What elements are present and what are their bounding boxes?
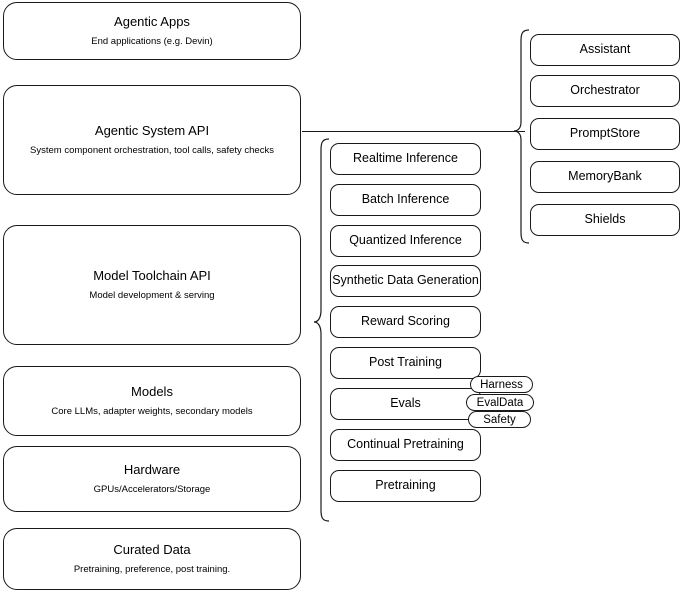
toolchain-item-label: Quantized Inference bbox=[349, 233, 462, 248]
system-item-shields[interactable]: Shields bbox=[530, 204, 680, 236]
toolchain-item-label: Realtime Inference bbox=[353, 151, 458, 166]
toolchain-item-label: Post Training bbox=[369, 355, 442, 370]
eval-tag-harness[interactable]: Harness bbox=[470, 376, 533, 393]
layer-box-models[interactable]: Models Core LLMs, adapter weights, secon… bbox=[3, 366, 301, 436]
system-item-label: Shields bbox=[584, 212, 626, 227]
system-item-label: PromptStore bbox=[569, 126, 641, 141]
layer-subtitle: Core LLMs, adapter weights, secondary mo… bbox=[51, 405, 253, 417]
toolchain-item-label: Evals bbox=[390, 396, 421, 411]
layer-title: Model Toolchain API bbox=[93, 268, 211, 284]
layer-subtitle: Model development & serving bbox=[89, 289, 215, 301]
toolchain-item-label: Synthetic Data Generation bbox=[332, 273, 479, 288]
toolchain-item-synthetic-data-generation[interactable]: Synthetic Data Generation bbox=[330, 265, 481, 297]
system-item-assistant[interactable]: Assistant bbox=[530, 34, 680, 66]
toolchain-item-continual-pretraining[interactable]: Continual Pretraining bbox=[330, 429, 481, 461]
layer-title: Agentic Apps bbox=[114, 14, 190, 30]
layer-box-agentic-apps[interactable]: Agentic Apps End applications (e.g. Devi… bbox=[3, 2, 301, 60]
layer-title: Curated Data bbox=[113, 542, 191, 558]
brace-system-components bbox=[513, 29, 530, 244]
layer-box-curated-data[interactable]: Curated Data Pretraining, preference, po… bbox=[3, 528, 301, 590]
eval-tag-safety[interactable]: Safety bbox=[468, 411, 531, 428]
toolchain-item-batch-inference[interactable]: Batch Inference bbox=[330, 184, 481, 216]
layer-box-model-toolchain-api[interactable]: Model Toolchain API Model development & … bbox=[3, 225, 301, 345]
system-item-label: Assistant bbox=[579, 42, 631, 57]
system-item-label: Orchestrator bbox=[570, 83, 640, 98]
toolchain-item-pretraining[interactable]: Pretraining bbox=[330, 470, 481, 502]
eval-tag-evaldata[interactable]: EvalData bbox=[466, 394, 534, 411]
layer-title: Agentic System API bbox=[94, 123, 210, 139]
connector-line-system-api bbox=[302, 131, 525, 132]
toolchain-item-label: Continual Pretraining bbox=[347, 437, 464, 452]
layer-subtitle: Pretraining, preference, post training. bbox=[73, 563, 231, 575]
toolchain-item-quantized-inference[interactable]: Quantized Inference bbox=[330, 225, 481, 257]
layer-title: Models bbox=[131, 384, 173, 400]
brace-toolchain bbox=[313, 138, 330, 522]
toolchain-item-post-training[interactable]: Post Training bbox=[330, 347, 481, 379]
toolchain-item-label: Reward Scoring bbox=[361, 314, 450, 329]
eval-tag-label: EvalData bbox=[476, 396, 524, 409]
toolchain-item-evals[interactable]: Evals bbox=[330, 388, 481, 420]
system-item-label: MemoryBank bbox=[568, 169, 642, 184]
toolchain-item-reward-scoring[interactable]: Reward Scoring bbox=[330, 306, 481, 338]
layer-subtitle: GPUs/Accelerators/Storage bbox=[93, 483, 211, 495]
system-item-memorybank[interactable]: MemoryBank bbox=[530, 161, 680, 193]
layer-subtitle: End applications (e.g. Devin) bbox=[91, 35, 213, 47]
layer-title: Hardware bbox=[123, 462, 181, 478]
system-item-promptstore[interactable]: PromptStore bbox=[530, 118, 680, 150]
eval-tag-label: Harness bbox=[480, 378, 523, 391]
layer-box-hardware[interactable]: Hardware GPUs/Accelerators/Storage bbox=[3, 446, 301, 512]
toolchain-item-label: Batch Inference bbox=[361, 192, 450, 207]
layer-box-agentic-system-api[interactable]: Agentic System API System component orch… bbox=[3, 85, 301, 195]
system-item-orchestrator[interactable]: Orchestrator bbox=[530, 75, 680, 107]
toolchain-item-label: Pretraining bbox=[375, 478, 436, 493]
eval-tag-label: Safety bbox=[483, 413, 516, 426]
toolchain-item-realtime-inference[interactable]: Realtime Inference bbox=[330, 143, 481, 175]
layer-subtitle: System component orchestration, tool cal… bbox=[30, 144, 274, 156]
